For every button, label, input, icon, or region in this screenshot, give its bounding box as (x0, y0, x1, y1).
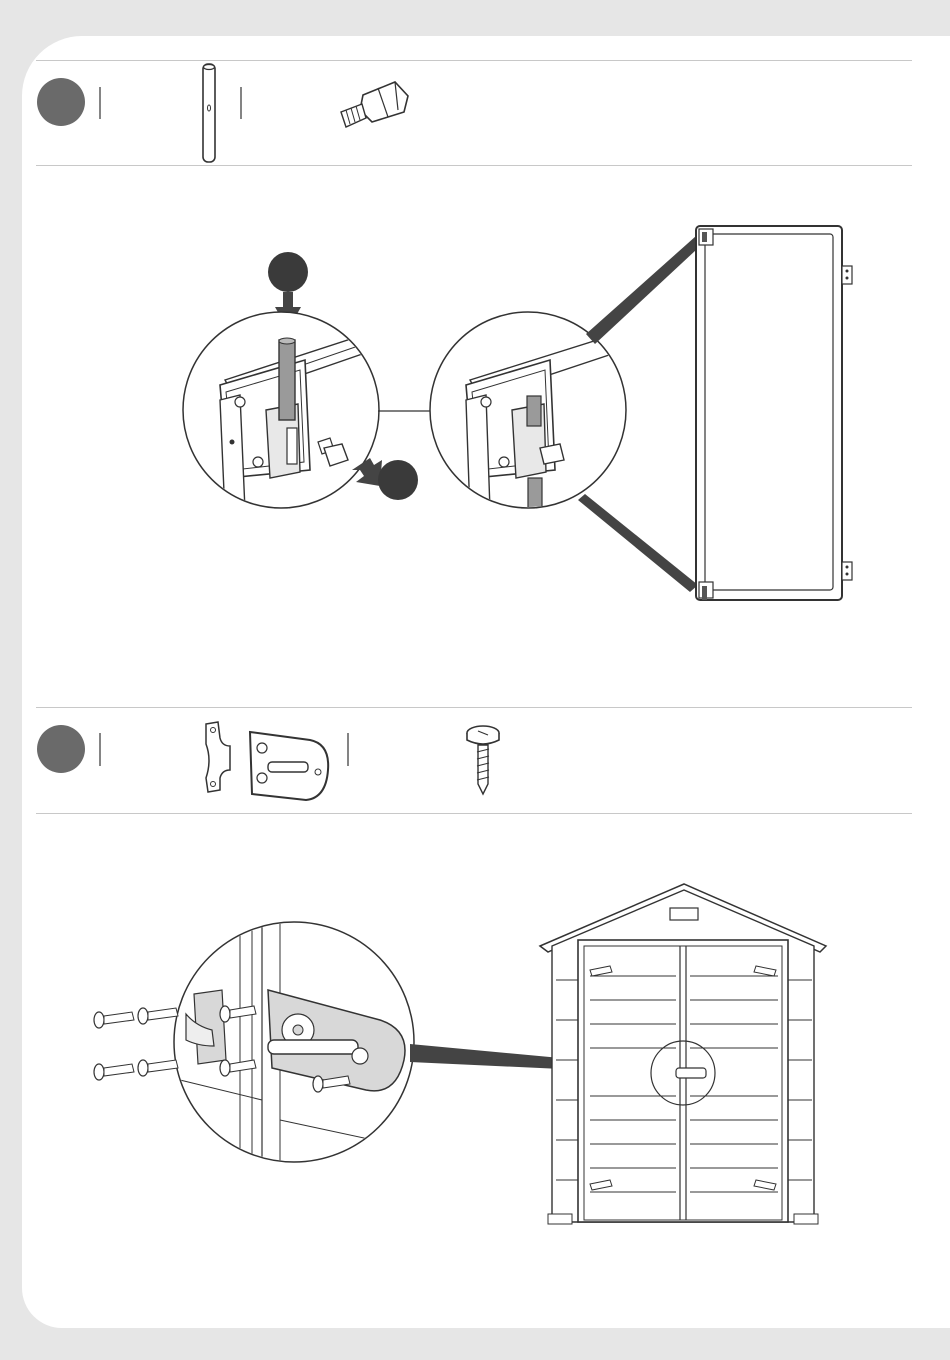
callout-bullet-screw (378, 460, 418, 500)
screw-3 (94, 1064, 134, 1080)
callout-bullet-insert (268, 252, 308, 292)
door-panel-illustration (696, 226, 852, 600)
zoom-wedge-bottom (578, 494, 698, 592)
latch-detail-circle (174, 920, 420, 1170)
shed-front-illustration (540, 884, 826, 1224)
screw-1 (94, 1012, 134, 1028)
pin-rod-icon (203, 64, 215, 162)
zoom-wedge-top (586, 236, 696, 344)
step1-bullet (37, 78, 85, 126)
latch-plate-icon (250, 732, 328, 800)
hinge-detail-left (183, 312, 379, 515)
latch-bracket-icon (206, 722, 230, 792)
step2-bullet (37, 725, 85, 773)
threaded-bolt-icon (341, 82, 408, 127)
pan-head-screw-icon (467, 726, 499, 794)
hinge-detail-right (430, 312, 626, 518)
screw-4 (138, 1060, 178, 1076)
screw-2 (138, 1008, 178, 1024)
